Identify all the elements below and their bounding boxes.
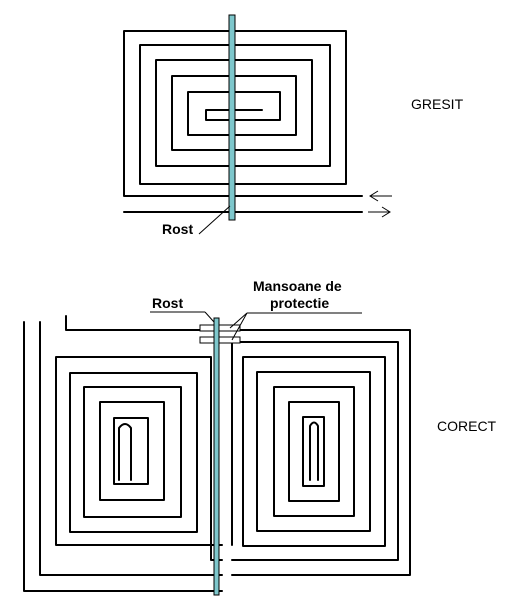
correct-joint-label: Rost	[152, 295, 183, 311]
wrong-joint-label: Rost	[162, 221, 193, 237]
correct-left-loop	[55, 356, 223, 561]
sleeves-leader-upper	[229, 312, 248, 329]
correct-joint	[213, 317, 220, 596]
sleeves-callout: Mansoane de protectie	[229, 278, 362, 341]
sleeves-label-line1: Mansoane de	[253, 278, 342, 294]
protection-sleeves	[199, 324, 241, 344]
arrow-right-icon	[368, 206, 391, 218]
correct-right-loop	[231, 341, 399, 561]
correct-joint-callout: Rost	[150, 295, 215, 323]
wrong-label: GRESIT	[411, 96, 464, 112]
sleeve-upper	[199, 324, 241, 332]
sleeves-leader-lower	[231, 312, 248, 341]
arrow-left-icon	[369, 190, 392, 202]
wrong-layout: Rost GRESIT	[123, 14, 464, 237]
wrong-spiral-pipe	[123, 30, 363, 213]
sleeves-label-line2: protectie	[270, 295, 329, 311]
correct-layout: Rost Mansoane de protectie CORECT	[23, 278, 497, 596]
wrong-joint-leader	[198, 205, 231, 235]
wrong-joint	[228, 14, 236, 221]
sleeve-lower	[199, 336, 241, 344]
correct-label: CORECT	[437, 418, 497, 434]
wrong-arrows	[368, 190, 392, 218]
correct-joint-leader	[204, 311, 215, 323]
correct-supply-pipes	[23, 315, 411, 592]
